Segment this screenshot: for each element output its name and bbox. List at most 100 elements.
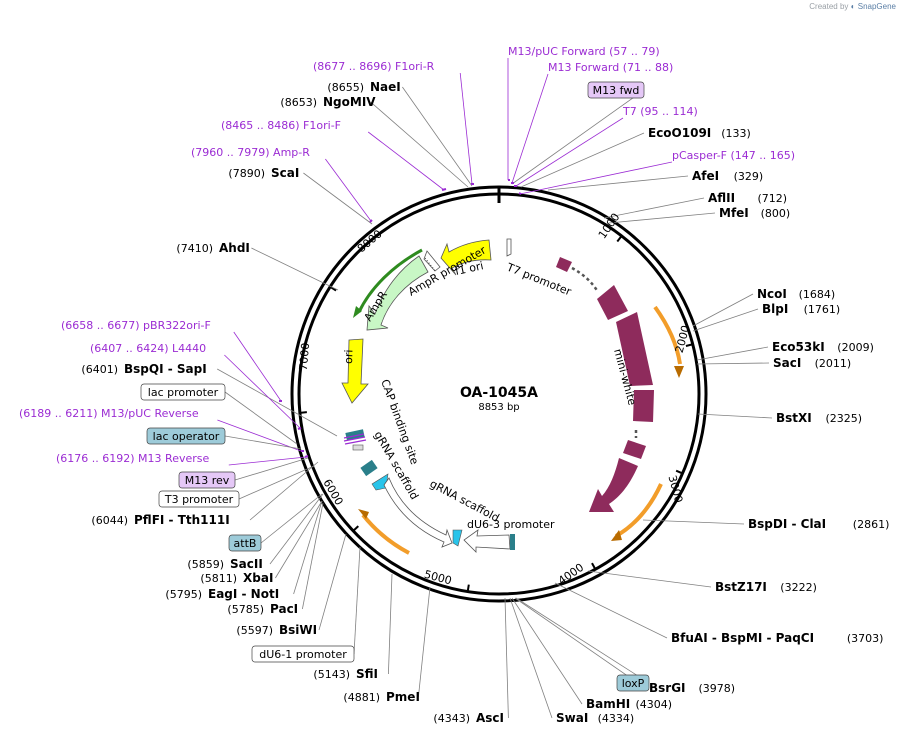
leader-line bbox=[509, 597, 553, 719]
feature-box-label[interactable]: M13 fwd bbox=[587, 81, 645, 99]
site-position: (5597) bbox=[236, 624, 273, 637]
feature-box-text: attB bbox=[234, 537, 257, 550]
primer-leader bbox=[325, 158, 372, 222]
primer-label[interactable]: (6407 .. 6424) L4440 bbox=[90, 342, 206, 355]
primer-leader bbox=[459, 72, 473, 185]
leader-line bbox=[696, 362, 770, 365]
leader-line bbox=[692, 308, 759, 332]
restriction-site-label[interactable]: ScaI(7890) bbox=[228, 166, 299, 180]
restriction-site-label[interactable]: BstZ17I(3222) bbox=[715, 580, 817, 594]
restriction-site-label[interactable]: AhdI(7410) bbox=[176, 241, 249, 255]
restriction-site-label[interactable]: BspDI - ClaI(2861) bbox=[748, 517, 889, 531]
feature-box-label[interactable]: loxP bbox=[616, 674, 650, 692]
teal-block-2 bbox=[510, 534, 515, 550]
site-name: MfeI bbox=[719, 206, 749, 220]
site-position: (4304) bbox=[636, 698, 673, 711]
leader-line bbox=[217, 368, 338, 437]
primer-label-text: M13 Forward (71 .. 88) bbox=[548, 61, 673, 74]
restriction-site-label[interactable]: Eco53kI (2009) bbox=[772, 340, 874, 354]
site-position: (2009) bbox=[837, 341, 874, 354]
restriction-site-label[interactable]: BstXI(2325) bbox=[776, 411, 862, 425]
primer-label[interactable]: M13/pUC Forward (57 .. 79) bbox=[508, 45, 660, 58]
site-name: BsiWI bbox=[279, 623, 317, 637]
restriction-site-label[interactable]: AflII(712) bbox=[708, 191, 787, 205]
feature-box-label[interactable]: lac promoter bbox=[140, 383, 226, 401]
site-name: AfeI bbox=[692, 169, 719, 183]
restriction-site-label[interactable]: PmeI(4881) bbox=[343, 690, 419, 704]
restriction-site-label[interactable]: EcoO109I(133) bbox=[648, 126, 751, 140]
restriction-site-label[interactable]: BfuAI - BspMI - PaqCI(3703) bbox=[671, 631, 883, 645]
site-position: (712) bbox=[758, 192, 788, 205]
primer-label[interactable]: (6189 .. 6211) M13/pUC Reverse bbox=[19, 407, 199, 420]
primer-label[interactable]: (8677 .. 8696) F1ori-R bbox=[313, 60, 435, 73]
restriction-site-label[interactable]: AfeI(329) bbox=[692, 169, 763, 183]
restriction-site-label[interactable]: BsrGI(3978) bbox=[649, 681, 735, 695]
mini-white-exon-2 bbox=[597, 285, 628, 320]
restriction-site-label[interactable]: SwaI(4334) bbox=[556, 711, 634, 725]
primer-label[interactable]: (7960 .. 7979) Amp-R bbox=[191, 146, 310, 159]
feature-box-label[interactable]: lac operator bbox=[146, 427, 226, 445]
primer-label[interactable]: (6658 .. 6677) pBR322ori-F bbox=[61, 319, 211, 332]
primer-label[interactable]: (8465 .. 8486) F1ori-F bbox=[221, 119, 341, 132]
site-position: (4343) bbox=[433, 712, 470, 725]
leader-line bbox=[238, 465, 315, 500]
feature-box-label[interactable]: M13 rev bbox=[178, 471, 236, 489]
leader-line bbox=[511, 597, 583, 705]
dU6-3-promoter-arrow bbox=[463, 529, 511, 553]
restriction-site-label[interactable]: XbaI(5811) bbox=[200, 571, 273, 585]
restriction-site-label[interactable]: NaeI(8655) bbox=[327, 80, 400, 94]
leader-line bbox=[547, 175, 689, 191]
leader-line bbox=[642, 519, 745, 525]
primer-label[interactable]: T7 (95 .. 114) bbox=[622, 105, 698, 118]
feature-box-label[interactable]: attB bbox=[228, 534, 262, 552]
feature-box-label[interactable]: dU6-1 promoter bbox=[251, 645, 355, 663]
site-name: AhdI bbox=[219, 241, 250, 255]
leader-line bbox=[504, 597, 509, 719]
gray-small-feature bbox=[352, 444, 364, 451]
site-name: BsrGI bbox=[649, 681, 686, 695]
restriction-site-label[interactable]: NcoI(1684) bbox=[757, 287, 835, 301]
restriction-site-label[interactable]: PflFI - Tth111I(6044) bbox=[91, 513, 229, 527]
ampr-green-line bbox=[357, 248, 423, 313]
restriction-site-label[interactable]: AscI (4343) bbox=[433, 711, 504, 725]
restriction-site-label[interactable]: BamHI(4304) bbox=[586, 697, 672, 711]
restriction-site-label[interactable]: SacI(2011) bbox=[773, 356, 851, 370]
leader-line bbox=[275, 500, 323, 579]
mini-white-exon-1 bbox=[556, 257, 572, 272]
primer-label-text: (6189 .. 6211) M13/pUC Reverse bbox=[19, 407, 199, 420]
primer-label[interactable]: pCasper-F (147 .. 165) bbox=[672, 149, 795, 162]
tick-mark bbox=[352, 525, 359, 532]
site-position: (5785) bbox=[227, 603, 264, 616]
restriction-site-label[interactable]: SfiI(5143) bbox=[313, 667, 378, 681]
tick-mark bbox=[329, 285, 337, 292]
feature-label: f1 ori bbox=[454, 259, 485, 278]
primer-label[interactable]: M13 Forward (71 .. 88) bbox=[548, 61, 673, 74]
restriction-site-label[interactable]: BsiWI (5597) bbox=[236, 623, 317, 637]
feature-box-label[interactable]: T3 promoter bbox=[158, 490, 240, 508]
restriction-site-label[interactable]: BspQI - SapI(6401) bbox=[81, 362, 206, 376]
t7-promoter-arrow bbox=[506, 238, 512, 257]
orange-arrow-3-head bbox=[358, 509, 369, 519]
restriction-site-label[interactable]: NgoMIV(8653) bbox=[280, 95, 376, 109]
tick-mark bbox=[685, 343, 693, 347]
site-name: AscI bbox=[476, 711, 504, 725]
primer-label[interactable]: (6176 .. 6192) M13 Reverse bbox=[56, 452, 209, 465]
leader-line bbox=[603, 197, 705, 219]
site-name: Eco53kI bbox=[772, 340, 825, 354]
restriction-site-label[interactable]: PacI (5785) bbox=[227, 602, 298, 616]
site-position: (2861) bbox=[853, 518, 890, 531]
orange-arrow-2-head bbox=[611, 530, 622, 541]
site-position: (3222) bbox=[780, 581, 817, 594]
feature-box-text: M13 fwd bbox=[593, 84, 640, 97]
restriction-site-label[interactable]: SacII(5859) bbox=[187, 557, 262, 571]
site-position: (1761) bbox=[804, 303, 841, 316]
site-name: PacI bbox=[270, 602, 298, 616]
restriction-site-label[interactable]: EagI - NotI(5795) bbox=[165, 587, 279, 601]
primer-leader bbox=[519, 161, 673, 195]
restriction-site-label[interactable]: BlpI(1761) bbox=[762, 302, 840, 316]
feature-box-text: lac promoter bbox=[148, 386, 219, 399]
site-position: (5859) bbox=[187, 558, 224, 571]
tick-mark bbox=[675, 469, 683, 475]
restriction-site-label[interactable]: MfeI(800) bbox=[719, 206, 790, 220]
leader-line bbox=[587, 570, 712, 588]
